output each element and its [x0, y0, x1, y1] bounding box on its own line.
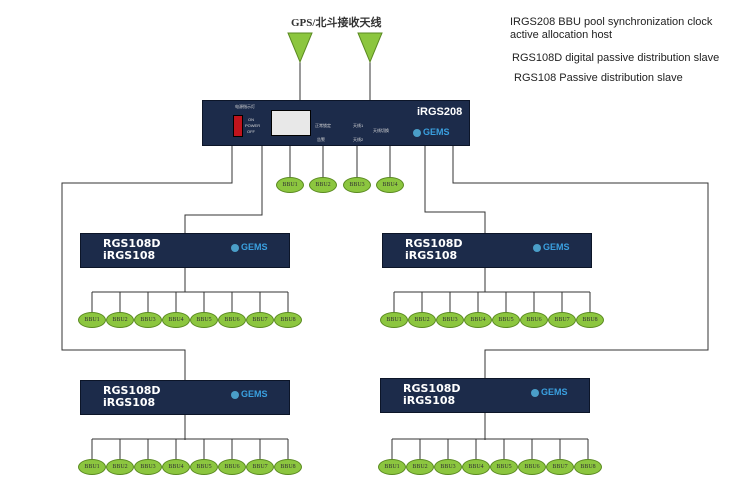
bbu-node: BBU1: [380, 312, 408, 328]
bbu-node: BBU7: [548, 312, 576, 328]
bbu-node: BBU3: [134, 312, 162, 328]
unit-line1: RGS108D: [103, 384, 161, 397]
bbu-node: BBU6: [218, 459, 246, 475]
unit-line2: iRGS108: [403, 394, 456, 407]
antenna-icon: [287, 32, 313, 64]
bbu-node: BBU6: [520, 312, 548, 328]
bbu-node: BBU6: [518, 459, 546, 475]
gems-logo: GEMS: [533, 242, 570, 252]
legend-main: IRGS208 BBU pool synchronization clock a…: [510, 16, 713, 41]
bbu-node: BBU8: [574, 459, 602, 475]
on-label: ON: [248, 117, 254, 122]
power-indicator-label: 电源指示灯: [235, 104, 255, 109]
legend-rgs108: RGS108 Passive distribution slave: [514, 72, 683, 84]
gems-logo: GEMS: [231, 389, 268, 399]
gems-logo: GEMS: [413, 127, 450, 137]
off-label: OFF: [247, 129, 255, 134]
unit-line1: RGS108D: [403, 382, 461, 395]
gems-logo: GEMS: [231, 242, 268, 252]
bbu-node: BBU1: [276, 177, 304, 193]
unit-line1: RGS108D: [405, 237, 463, 250]
bbu-node: BBU3: [436, 312, 464, 328]
gems-logo: GEMS: [531, 387, 568, 397]
bbu-node: BBU5: [190, 459, 218, 475]
lock-label: 正常锁定: [315, 123, 331, 128]
bbu-node: BBU1: [378, 459, 406, 475]
bbu-node: BBU7: [246, 459, 274, 475]
unit-line2: iRGS108: [103, 396, 156, 409]
bbu-node: BBU1: [78, 312, 106, 328]
unit-line2: iRGS108: [405, 249, 458, 262]
bbu-node: BBU5: [490, 459, 518, 475]
ant2-label: 天线2: [353, 137, 364, 142]
bbu-node: BBU7: [246, 312, 274, 328]
bbu-node: BBU3: [343, 177, 371, 193]
bbu-node: BBU6: [218, 312, 246, 328]
unit-line1: RGS108D: [103, 237, 161, 250]
bbu-node: BBU4: [462, 459, 490, 475]
bbu-node: BBU5: [190, 312, 218, 328]
bbu-node: BBU2: [106, 312, 134, 328]
bbu-node: BBU1: [78, 459, 106, 475]
antenna-label: GPS/北斗接收天线: [291, 17, 382, 29]
main-unit: 电源指示灯 ON POWER OFF 正常锁定 告警 天线1 天线2 天线切换 …: [202, 100, 470, 146]
bbu-node: BBU8: [274, 459, 302, 475]
bbu-node: BBU2: [309, 177, 337, 193]
ant1-label: 天线1: [353, 123, 364, 128]
bbu-node: BBU7: [546, 459, 574, 475]
ant-switch-label: 天线切换: [373, 128, 389, 133]
bbu-node: BBU3: [134, 459, 162, 475]
bbu-node: BBU2: [408, 312, 436, 328]
unit-line2: iRGS108: [103, 249, 156, 262]
bbu-node: BBU2: [406, 459, 434, 475]
legend-rgs108d: RGS108D digital passive distribution sla…: [512, 52, 720, 64]
bbu-node: BBU4: [376, 177, 404, 193]
bbu-node: BBU4: [464, 312, 492, 328]
bbu-node: BBU4: [162, 459, 190, 475]
bbu-node: BBU3: [434, 459, 462, 475]
bbu-node: BBU4: [162, 312, 190, 328]
bbu-node: BBU5: [492, 312, 520, 328]
bbu-node: BBU8: [576, 312, 604, 328]
power-switch[interactable]: [233, 115, 243, 137]
bbu-node: BBU2: [106, 459, 134, 475]
alarm-label: 告警: [317, 137, 325, 142]
display-screen: [271, 110, 311, 136]
model-label: iRGS208: [417, 106, 463, 118]
bbu-node: BBU8: [274, 312, 302, 328]
power-label: POWER: [245, 123, 261, 128]
antenna-icon: [357, 32, 383, 64]
